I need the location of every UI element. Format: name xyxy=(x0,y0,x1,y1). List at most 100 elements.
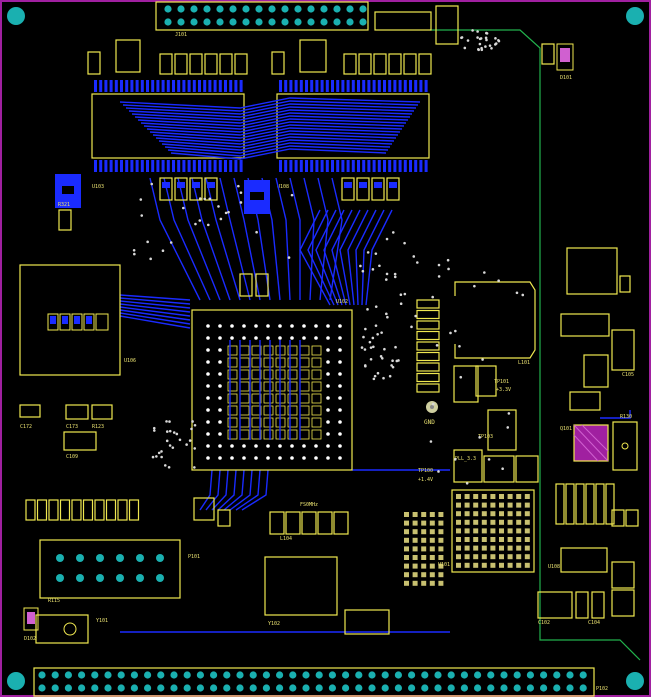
u102-label: U102 xyxy=(336,299,348,305)
signal-trace xyxy=(134,112,411,124)
signal-trace xyxy=(329,177,343,301)
pin-pad xyxy=(393,80,397,92)
capacitor xyxy=(159,53,173,75)
signal-trace xyxy=(229,469,253,511)
via xyxy=(242,456,246,460)
header-pin xyxy=(196,671,204,679)
via xyxy=(385,237,389,241)
via xyxy=(266,456,270,460)
ball-pad xyxy=(524,511,530,517)
crystal-y101: Y101 xyxy=(35,614,108,644)
via xyxy=(394,345,397,349)
via xyxy=(338,324,342,328)
pin-pad xyxy=(162,182,170,188)
pin-pad xyxy=(331,160,334,172)
resistor xyxy=(59,499,71,521)
pin-pad xyxy=(299,160,303,172)
via xyxy=(278,444,282,448)
via xyxy=(217,205,220,208)
pin-pad xyxy=(114,80,118,92)
pin-pad xyxy=(177,80,181,92)
ball-pad xyxy=(438,537,444,543)
ball-pad xyxy=(473,545,479,551)
pin-pad xyxy=(166,80,170,92)
gnd-trace xyxy=(430,29,641,661)
ball-pad xyxy=(412,529,418,535)
header-pin xyxy=(262,671,270,679)
via xyxy=(490,46,493,50)
resistor xyxy=(575,483,585,525)
pin-pad xyxy=(409,80,412,92)
pin-pad xyxy=(192,80,196,92)
pin-pad xyxy=(311,393,322,404)
via xyxy=(168,420,171,423)
header-j101: J101 xyxy=(155,1,369,38)
pin-pad xyxy=(424,160,428,172)
header-pin xyxy=(183,671,191,679)
via xyxy=(376,333,379,336)
ball-pad xyxy=(499,537,504,542)
pin-pad xyxy=(74,316,80,324)
ball-pad xyxy=(412,512,418,517)
parts-near-oscillator: FS0MHz L104 xyxy=(193,497,390,635)
header-pin xyxy=(183,684,191,692)
pin-pad xyxy=(383,160,386,172)
via xyxy=(338,360,342,364)
via xyxy=(412,255,416,258)
via xyxy=(453,458,457,461)
pin-pad xyxy=(325,80,329,92)
header-pin xyxy=(328,671,336,679)
ball-pad xyxy=(456,519,461,525)
gnd-label: GND xyxy=(424,419,435,426)
pin-pad xyxy=(403,80,407,92)
header-pin xyxy=(64,671,72,679)
pin-pad xyxy=(289,80,293,92)
capacitor xyxy=(416,351,440,362)
via xyxy=(515,291,519,295)
ball-pad xyxy=(429,546,435,552)
pin-pad xyxy=(357,80,360,92)
ball-pad xyxy=(412,537,418,543)
pin-pad xyxy=(198,80,201,92)
pin-pad xyxy=(325,160,329,172)
via xyxy=(146,240,149,244)
pin-pad xyxy=(305,160,308,172)
header-pin xyxy=(320,18,328,26)
header-pin xyxy=(320,5,328,13)
via xyxy=(203,197,207,201)
header-pin xyxy=(368,671,376,679)
via xyxy=(403,292,407,296)
pll-label: PLL_3.3 xyxy=(455,456,476,462)
via xyxy=(218,336,222,340)
signal-trace xyxy=(119,303,191,313)
via xyxy=(363,348,367,351)
ball-pad xyxy=(481,554,487,560)
ball-pad xyxy=(481,502,487,508)
ball-pad xyxy=(524,562,530,568)
via xyxy=(206,324,210,328)
via xyxy=(338,432,342,436)
via xyxy=(218,444,222,448)
pin-pad xyxy=(62,316,68,324)
ball-pad xyxy=(404,537,409,543)
pin-pad xyxy=(187,80,191,92)
pin-pad xyxy=(287,429,298,440)
via xyxy=(163,464,167,467)
ball-pad xyxy=(481,537,487,542)
pin-pad xyxy=(359,182,367,188)
pin-pad xyxy=(177,182,185,188)
pin-pad xyxy=(311,429,322,440)
p102-label: P102 xyxy=(596,686,608,692)
ball-pad xyxy=(499,519,504,525)
header-pin xyxy=(104,684,112,692)
via xyxy=(361,269,365,273)
via xyxy=(290,444,294,448)
pin-pad xyxy=(299,393,310,404)
resistor xyxy=(94,499,105,521)
pin-pad xyxy=(287,393,298,404)
ball-pad xyxy=(524,519,530,525)
header-pin xyxy=(355,671,363,679)
via xyxy=(178,438,182,442)
header-pin xyxy=(170,671,178,679)
pin-pad xyxy=(305,80,308,92)
